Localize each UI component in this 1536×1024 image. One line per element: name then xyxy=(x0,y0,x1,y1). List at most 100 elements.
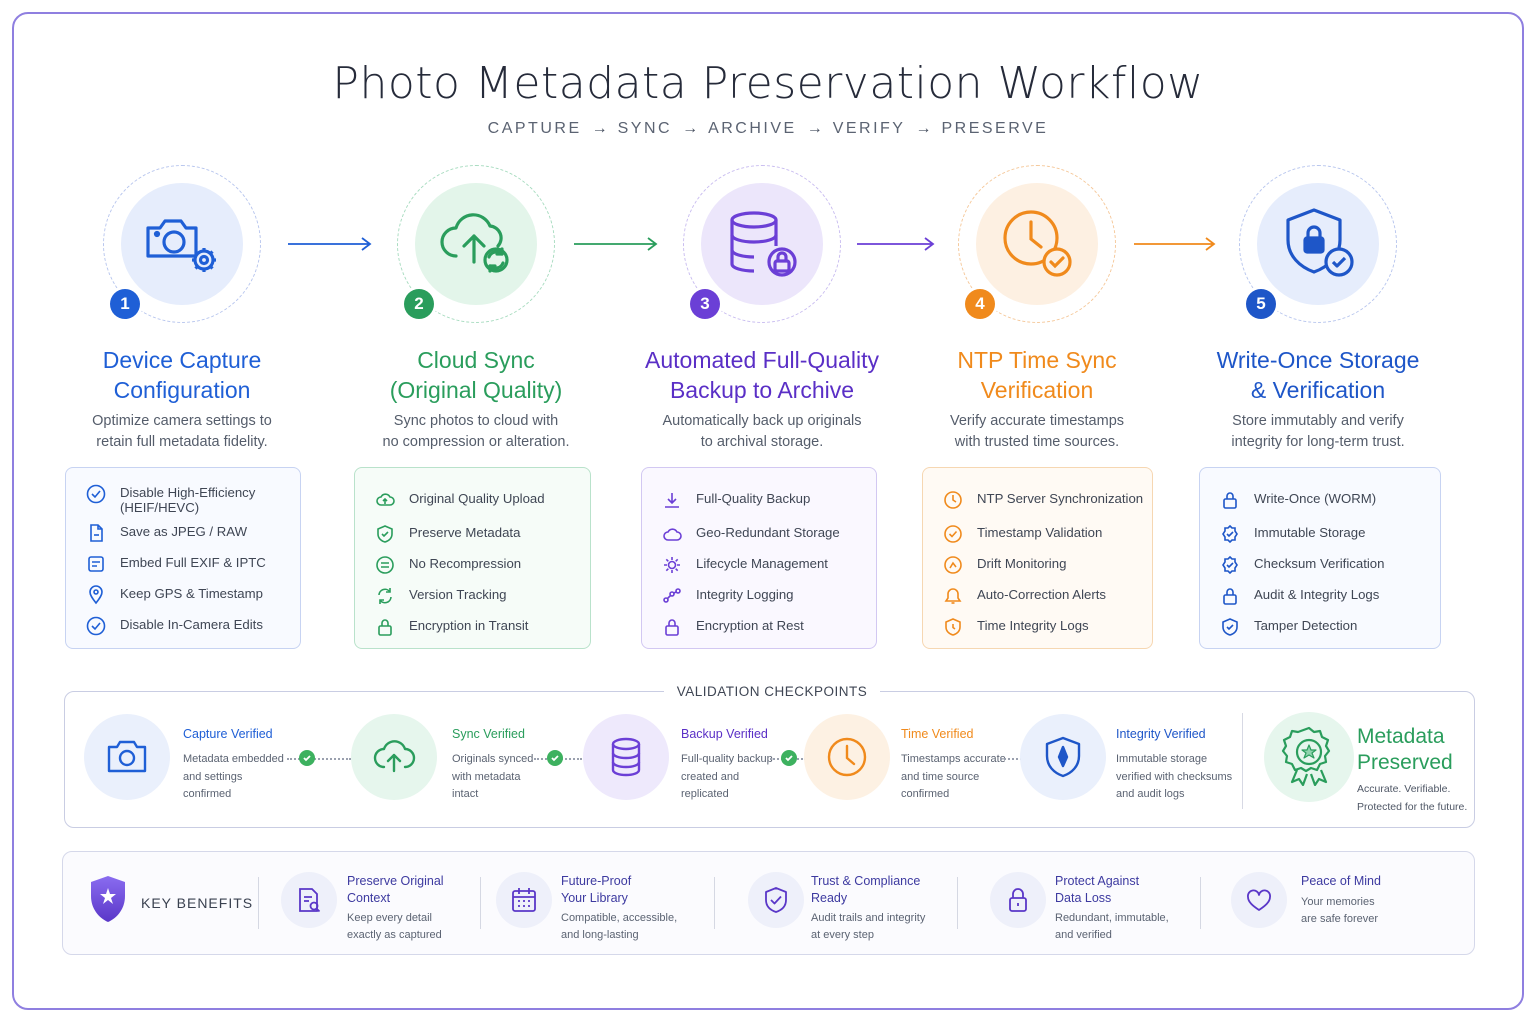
divider xyxy=(957,877,958,929)
checkpoint-title: Time Verified xyxy=(901,727,974,741)
lock-icon xyxy=(990,872,1046,928)
clock-icon xyxy=(944,491,962,509)
step-description: Sync photos to cloud with no compression… xyxy=(382,413,570,450)
cloud-upload-sync-icon xyxy=(415,183,537,305)
database-icon xyxy=(583,714,669,800)
step-description: Verify accurate timestamps with trusted … xyxy=(949,413,1125,450)
list-item: Geo-Redundant Storage xyxy=(642,522,876,553)
step-description: Automatically back up originals to archi… xyxy=(662,413,862,450)
step-title: Automated Full-Quality Backup to Archive xyxy=(645,347,879,403)
list-item: Lifecycle Management xyxy=(642,553,876,584)
list-item: Drift Monitoring xyxy=(923,553,1152,584)
checkpoint-title: Backup Verified xyxy=(681,727,768,741)
arrow-right-icon: → xyxy=(915,120,932,137)
cloud-icon xyxy=(663,528,682,541)
connector-dots xyxy=(287,758,351,760)
final-description: Accurate. Verifiable. Protected for the … xyxy=(1357,783,1468,813)
alert-icon xyxy=(944,588,962,604)
list-item: Checksum Verification xyxy=(1200,553,1440,584)
list-item: Time Integrity Logs xyxy=(923,615,1152,646)
arrow-right-icon: → xyxy=(682,120,699,137)
lock-icon xyxy=(665,619,679,636)
step-title: NTP Time Sync Verification xyxy=(957,347,1117,403)
list-item: Encryption in Transit xyxy=(355,615,590,646)
list-item: Version Tracking xyxy=(355,584,590,615)
list-item: Disable High-Efficiency(HEIF/HEVC) xyxy=(66,482,300,521)
list-item: Write-Once (WORM) xyxy=(1200,488,1440,519)
key-benefits-label: KEY BENEFITS xyxy=(141,895,254,911)
step-number-badge: 4 xyxy=(965,289,995,319)
feature-card-capture: Disable High-Efficiency(HEIF/HEVC) Save … xyxy=(65,467,301,649)
feature-card-backup: Full-Quality Backup Geo-Redundant Storag… xyxy=(641,467,877,649)
calendar-icon xyxy=(496,872,552,928)
flow-stage: CAPTURE xyxy=(487,120,582,137)
list-item: Preserve Metadata xyxy=(355,522,590,553)
clock-icon xyxy=(804,714,890,800)
flow-stage: VERIFY xyxy=(832,120,906,137)
gear-icon xyxy=(664,557,680,573)
cloud-upload-icon xyxy=(376,493,395,506)
document-icon xyxy=(88,556,104,572)
list-item: Tamper Detection xyxy=(1200,615,1440,646)
database-lock-icon xyxy=(701,183,823,305)
drift-icon xyxy=(944,556,962,574)
list-item: Timestamp Validation xyxy=(923,522,1152,553)
file-icon xyxy=(90,524,103,542)
graph-icon xyxy=(663,588,681,603)
step-number-badge: 1 xyxy=(110,289,140,319)
step-description: Store immutably and verify integrity for… xyxy=(1231,413,1405,450)
benefit-description: Redundant, immutable,and verified xyxy=(1055,912,1169,941)
check-circle-icon xyxy=(86,484,106,504)
step-number-badge: 3 xyxy=(690,289,720,319)
check-icon xyxy=(781,750,797,766)
step-title: Write-Once Storage & Verification xyxy=(1216,347,1420,403)
arrow-right-icon xyxy=(574,237,658,251)
list-item: Immutable Storage xyxy=(1200,522,1440,553)
list-item: Auto-Correction Alerts xyxy=(923,584,1152,615)
lock-icon xyxy=(1223,588,1237,605)
check-circle-icon xyxy=(86,616,106,636)
document-search-icon xyxy=(281,872,337,928)
arrow-right-icon xyxy=(857,237,935,251)
feature-card-cloud-sync: Original Quality Upload Preserve Metadat… xyxy=(354,467,591,649)
sync-icon xyxy=(378,588,392,604)
validation-title: VALIDATION CHECKPOINTS xyxy=(664,684,880,699)
benefit-description: Compatible, accessible,and long-lasting xyxy=(561,912,678,941)
badge-check-icon xyxy=(1222,555,1238,575)
cloud-upload-icon xyxy=(351,714,437,800)
step-title: Device Capture Configuration xyxy=(102,347,262,403)
arrow-right-icon: → xyxy=(806,120,823,137)
list-item: NTP Server Synchronization xyxy=(923,488,1152,519)
clock-check-icon xyxy=(976,183,1098,305)
divider xyxy=(1200,877,1201,929)
list-item: No Recompression xyxy=(355,553,590,584)
check-icon xyxy=(547,750,563,766)
flow-stage: ARCHIVE xyxy=(708,120,797,137)
camera-settings-icon xyxy=(121,183,243,305)
divider xyxy=(714,877,715,929)
list-item: Encryption at Rest xyxy=(642,615,876,646)
feature-card-ntp: NTP Server Synchronization Timestamp Val… xyxy=(922,467,1153,649)
check-icon xyxy=(299,750,315,766)
shield-check-icon xyxy=(748,872,804,928)
page-title: Photo Metadata Preservation Workflow xyxy=(332,58,1204,109)
step-title: Cloud Sync (Original Quality) xyxy=(389,347,563,403)
lock-icon xyxy=(378,619,392,636)
list-item: Original Quality Upload xyxy=(355,488,590,519)
shield-lock-icon xyxy=(1257,183,1379,305)
shield-check-icon xyxy=(1222,618,1238,636)
list-item: Keep GPS & Timestamp xyxy=(66,583,300,614)
location-pin-icon xyxy=(89,585,103,605)
arrow-right-icon: → xyxy=(591,120,608,137)
